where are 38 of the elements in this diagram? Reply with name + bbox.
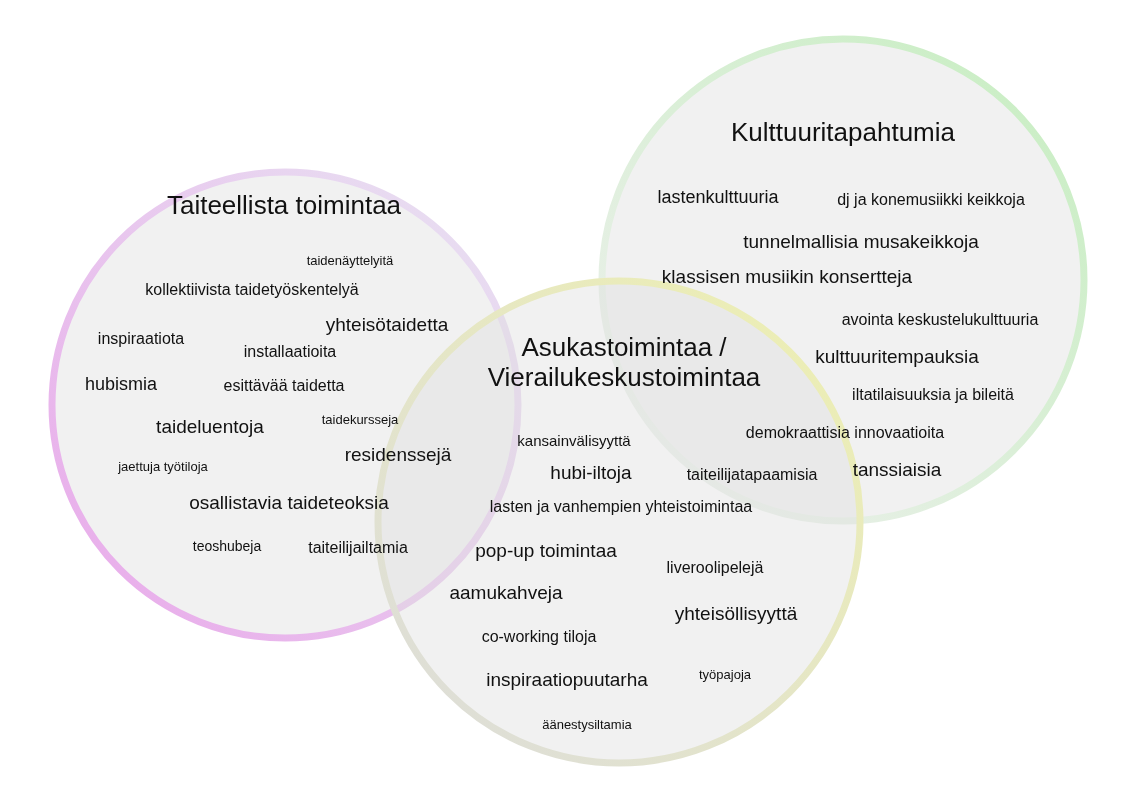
activity-label: aamukahveja bbox=[449, 582, 563, 604]
activity-label: installaatioita bbox=[243, 343, 337, 361]
activity-label: osallistavia taideteoksia bbox=[189, 492, 389, 514]
activity-label: yhteisöllisyyttä bbox=[674, 603, 798, 625]
activity-label: lasten ja vanhempien yhteistoimintaa bbox=[489, 498, 753, 516]
circle-heading: Asukastoimintaa / Vierailukeskustoimintaa bbox=[486, 333, 762, 393]
activity-label: klassisen musiikin konsertteja bbox=[661, 266, 913, 288]
activity-label: äänestysiltamia bbox=[542, 716, 632, 732]
activity-label: kulttuuritempauksia bbox=[815, 346, 979, 368]
activity-label: hubi-iltoja bbox=[550, 462, 632, 484]
activity-label: jaettuja työtiloja bbox=[118, 458, 208, 474]
activity-label: tunnelmallisia musakeikkoja bbox=[743, 231, 979, 253]
activity-label: taidenäyttelyitä bbox=[306, 252, 394, 268]
activity-label: kansainvälisyyttä bbox=[517, 431, 631, 449]
activity-label: co-working tiloja bbox=[481, 628, 597, 646]
activity-label: yhteisötaidetta bbox=[325, 314, 449, 336]
activity-label: taidekursseja bbox=[321, 411, 399, 427]
activity-label: taiteilijatapaamisia bbox=[686, 466, 818, 484]
activity-label: demokraattisia innovaatioita bbox=[745, 424, 945, 442]
activity-label: dj ja konemusiikki keikkoja bbox=[837, 191, 1025, 209]
activity-label: kollektiivista taidetyöskentelyä bbox=[145, 281, 359, 299]
activity-label: lastenkulttuuria bbox=[657, 186, 779, 208]
activity-label: residenssejä bbox=[344, 444, 452, 466]
activity-label: inspiraatiopuutarha bbox=[486, 669, 648, 691]
activity-label: avointa keskustelukulttuuria bbox=[841, 311, 1039, 329]
activity-label: inspiraatiota bbox=[97, 330, 185, 348]
activity-label: liveroolipelejä bbox=[666, 559, 764, 577]
activity-label: iltatilaisuuksia ja bileitä bbox=[852, 386, 1014, 404]
activity-label: taiteilijailtamia bbox=[308, 539, 408, 557]
circle-heading: Kulttuuritapahtumia bbox=[731, 118, 955, 148]
activity-label: esittävää taidetta bbox=[223, 377, 345, 395]
activity-label: työpajoja bbox=[699, 666, 751, 682]
activity-label: taideluentoja bbox=[156, 416, 264, 438]
activity-label: hubismia bbox=[85, 373, 157, 395]
activity-label: pop-up toimintaa bbox=[475, 540, 617, 562]
activity-label: tanssiaisia bbox=[852, 459, 942, 481]
activity-label: teoshubeja bbox=[192, 538, 262, 554]
circle-heading: Taiteellista toimintaa bbox=[166, 191, 402, 221]
